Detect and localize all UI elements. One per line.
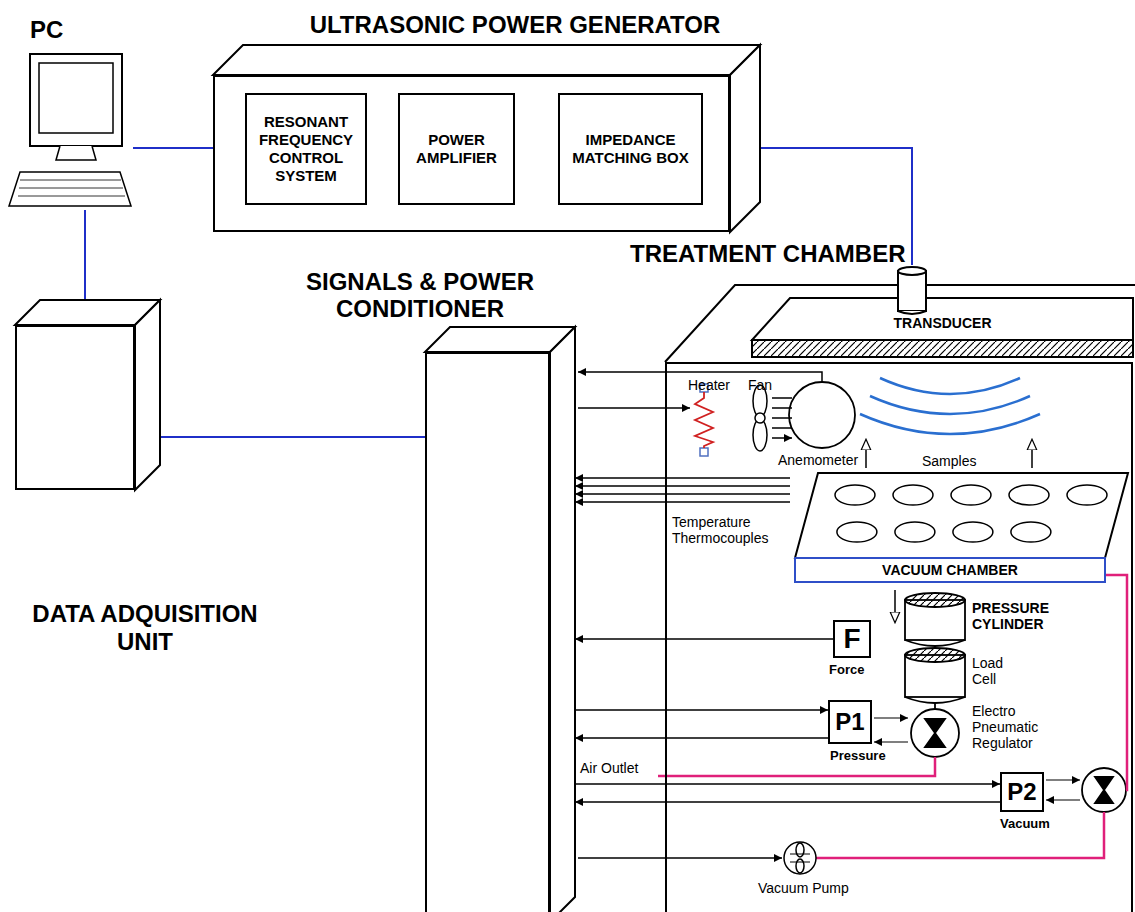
vacuum-pump: [784, 842, 816, 874]
pressure-cylinder: [905, 593, 965, 709]
part-label: Electro Pneumatic Regulator: [972, 703, 1058, 751]
conditioner-box: SIGNALS & POWER CONDITIONER: [425, 352, 550, 912]
node-label: POWER AMPLIFIER: [398, 93, 515, 205]
computer-icon: [8, 50, 133, 210]
heater-symbol: [695, 384, 713, 456]
part-label: Vacuum Pump: [758, 880, 849, 896]
signal-wire: [578, 372, 822, 858]
node-label: TREATMENT CHAMBER: [630, 240, 906, 268]
node-label: P1: [828, 700, 872, 744]
connector: [133, 147, 213, 149]
vacuum-chamber: VACUUM CHAMBER: [790, 470, 1130, 585]
box-depth: [425, 327, 577, 912]
connector: [575, 638, 833, 640]
node-sublabel: Pressure: [830, 748, 886, 763]
regulator-valve: [874, 709, 959, 757]
part-label: Air Outlet: [580, 760, 638, 776]
part-label: Samples: [922, 453, 976, 469]
node-sublabel: Force: [829, 662, 864, 677]
connector: [575, 783, 1000, 785]
connector: [575, 485, 790, 487]
vacuum-pipe: [658, 575, 1127, 858]
daq-box: DATA ADQUISITION UNIT: [15, 325, 135, 490]
connector: [575, 801, 1000, 803]
connector: [575, 477, 790, 479]
connector: [575, 709, 828, 711]
connector: [575, 501, 790, 503]
node-label: PC: [30, 16, 63, 44]
sensor-box: FForce: [833, 620, 871, 658]
connector: [84, 210, 86, 300]
computer-icon: PC: [8, 50, 133, 210]
node-label: P2: [1000, 772, 1044, 812]
node-label: F: [833, 620, 871, 658]
box-depth: [15, 300, 162, 490]
node-label: DATA ADQUISITION UNIT: [10, 600, 280, 656]
node-sublabel: Vacuum: [1000, 816, 1050, 831]
node-label: ULTRASONIC POWER GENERATOR: [215, 11, 815, 39]
fan-symbol: [753, 385, 792, 451]
anemometer: [789, 382, 855, 448]
module-box: RESONANT FREQUENCY CONTROL SYSTEM: [245, 93, 367, 205]
chamber-box: TREATMENT CHAMBERTRANSDUCERVACUUM CHAMBE…: [665, 362, 1133, 912]
sensor-box: P1Pressure: [828, 700, 872, 744]
connector: [575, 737, 828, 739]
node-label: RESONANT FREQUENCY CONTROL SYSTEM: [245, 93, 367, 205]
part-label: Fan: [748, 377, 772, 393]
part-label: Temperature Thermocouples: [672, 514, 782, 546]
part-label: Heater: [688, 377, 730, 393]
transducer-plate: TRANSDUCER: [750, 265, 1135, 360]
module-box: IMPEDANCE MATCHING BOX: [558, 93, 703, 205]
node-label: TRANSDUCER: [750, 315, 1135, 331]
ultrasonic-waves: [860, 378, 1040, 434]
generator-box: ULTRASONIC POWER GENERATORRESONANT FREQU…: [213, 75, 730, 232]
vacuum-valve: [1046, 768, 1126, 812]
part-label: PRESSURE CYLINDER: [972, 600, 1064, 632]
connector: [575, 493, 790, 495]
sensor-box: P2Vacuum: [1000, 772, 1044, 812]
node-label: VACUUM CHAMBER: [795, 559, 1105, 582]
part-label: Anemometer: [778, 452, 858, 468]
node-label: SIGNALS & POWER CONDITIONER: [285, 268, 555, 322]
connector: [160, 436, 425, 438]
transducer-drawing: [750, 265, 1135, 360]
part-label: Load Cell: [972, 655, 1012, 687]
module-box: POWER AMPLIFIER: [398, 93, 515, 205]
node-label: IMPEDANCE MATCHING BOX: [558, 93, 703, 205]
